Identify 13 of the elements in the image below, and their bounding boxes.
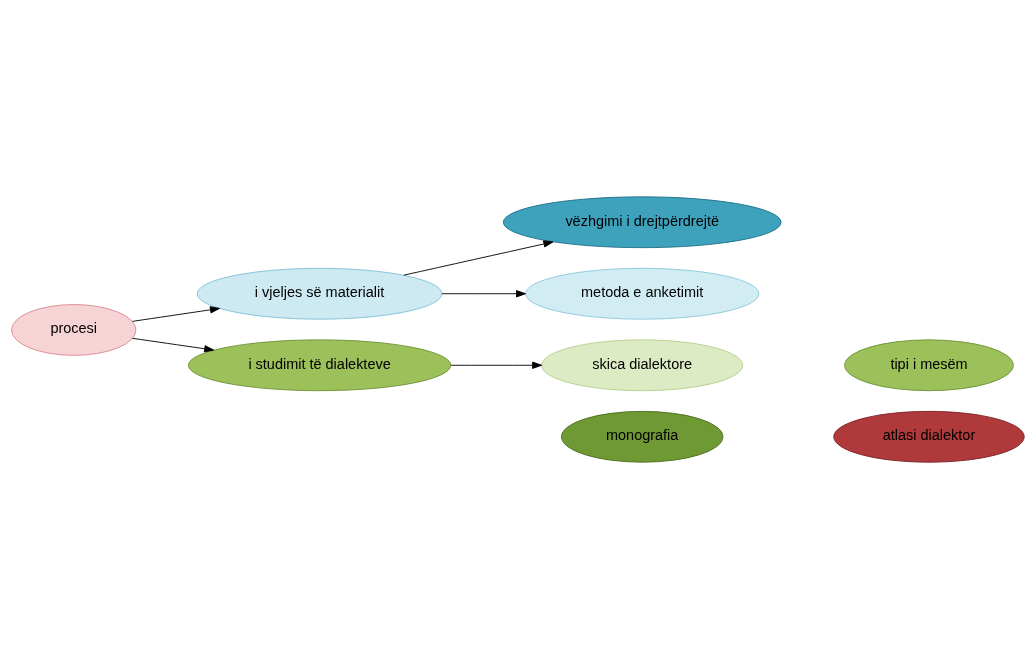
node-ellipse: monografia (561, 410, 724, 463)
node-ellipse: procesi (11, 304, 137, 356)
node-ellipse: metoda e anketimit (525, 267, 760, 320)
arrow (441, 290, 526, 298)
arrow (132, 306, 220, 322)
node-ellipse: i studimit të dialekteve (187, 339, 452, 392)
node-ellipse: atlasi dialektor (833, 410, 1025, 463)
arrow (450, 361, 543, 369)
node-ellipse: i vjeljes së materialit (196, 267, 443, 320)
arrow (403, 240, 554, 276)
arrow (132, 337, 215, 353)
node-ellipse: tipi i mesëm (844, 339, 1014, 392)
node-ellipse: skica dialektore (541, 339, 744, 392)
